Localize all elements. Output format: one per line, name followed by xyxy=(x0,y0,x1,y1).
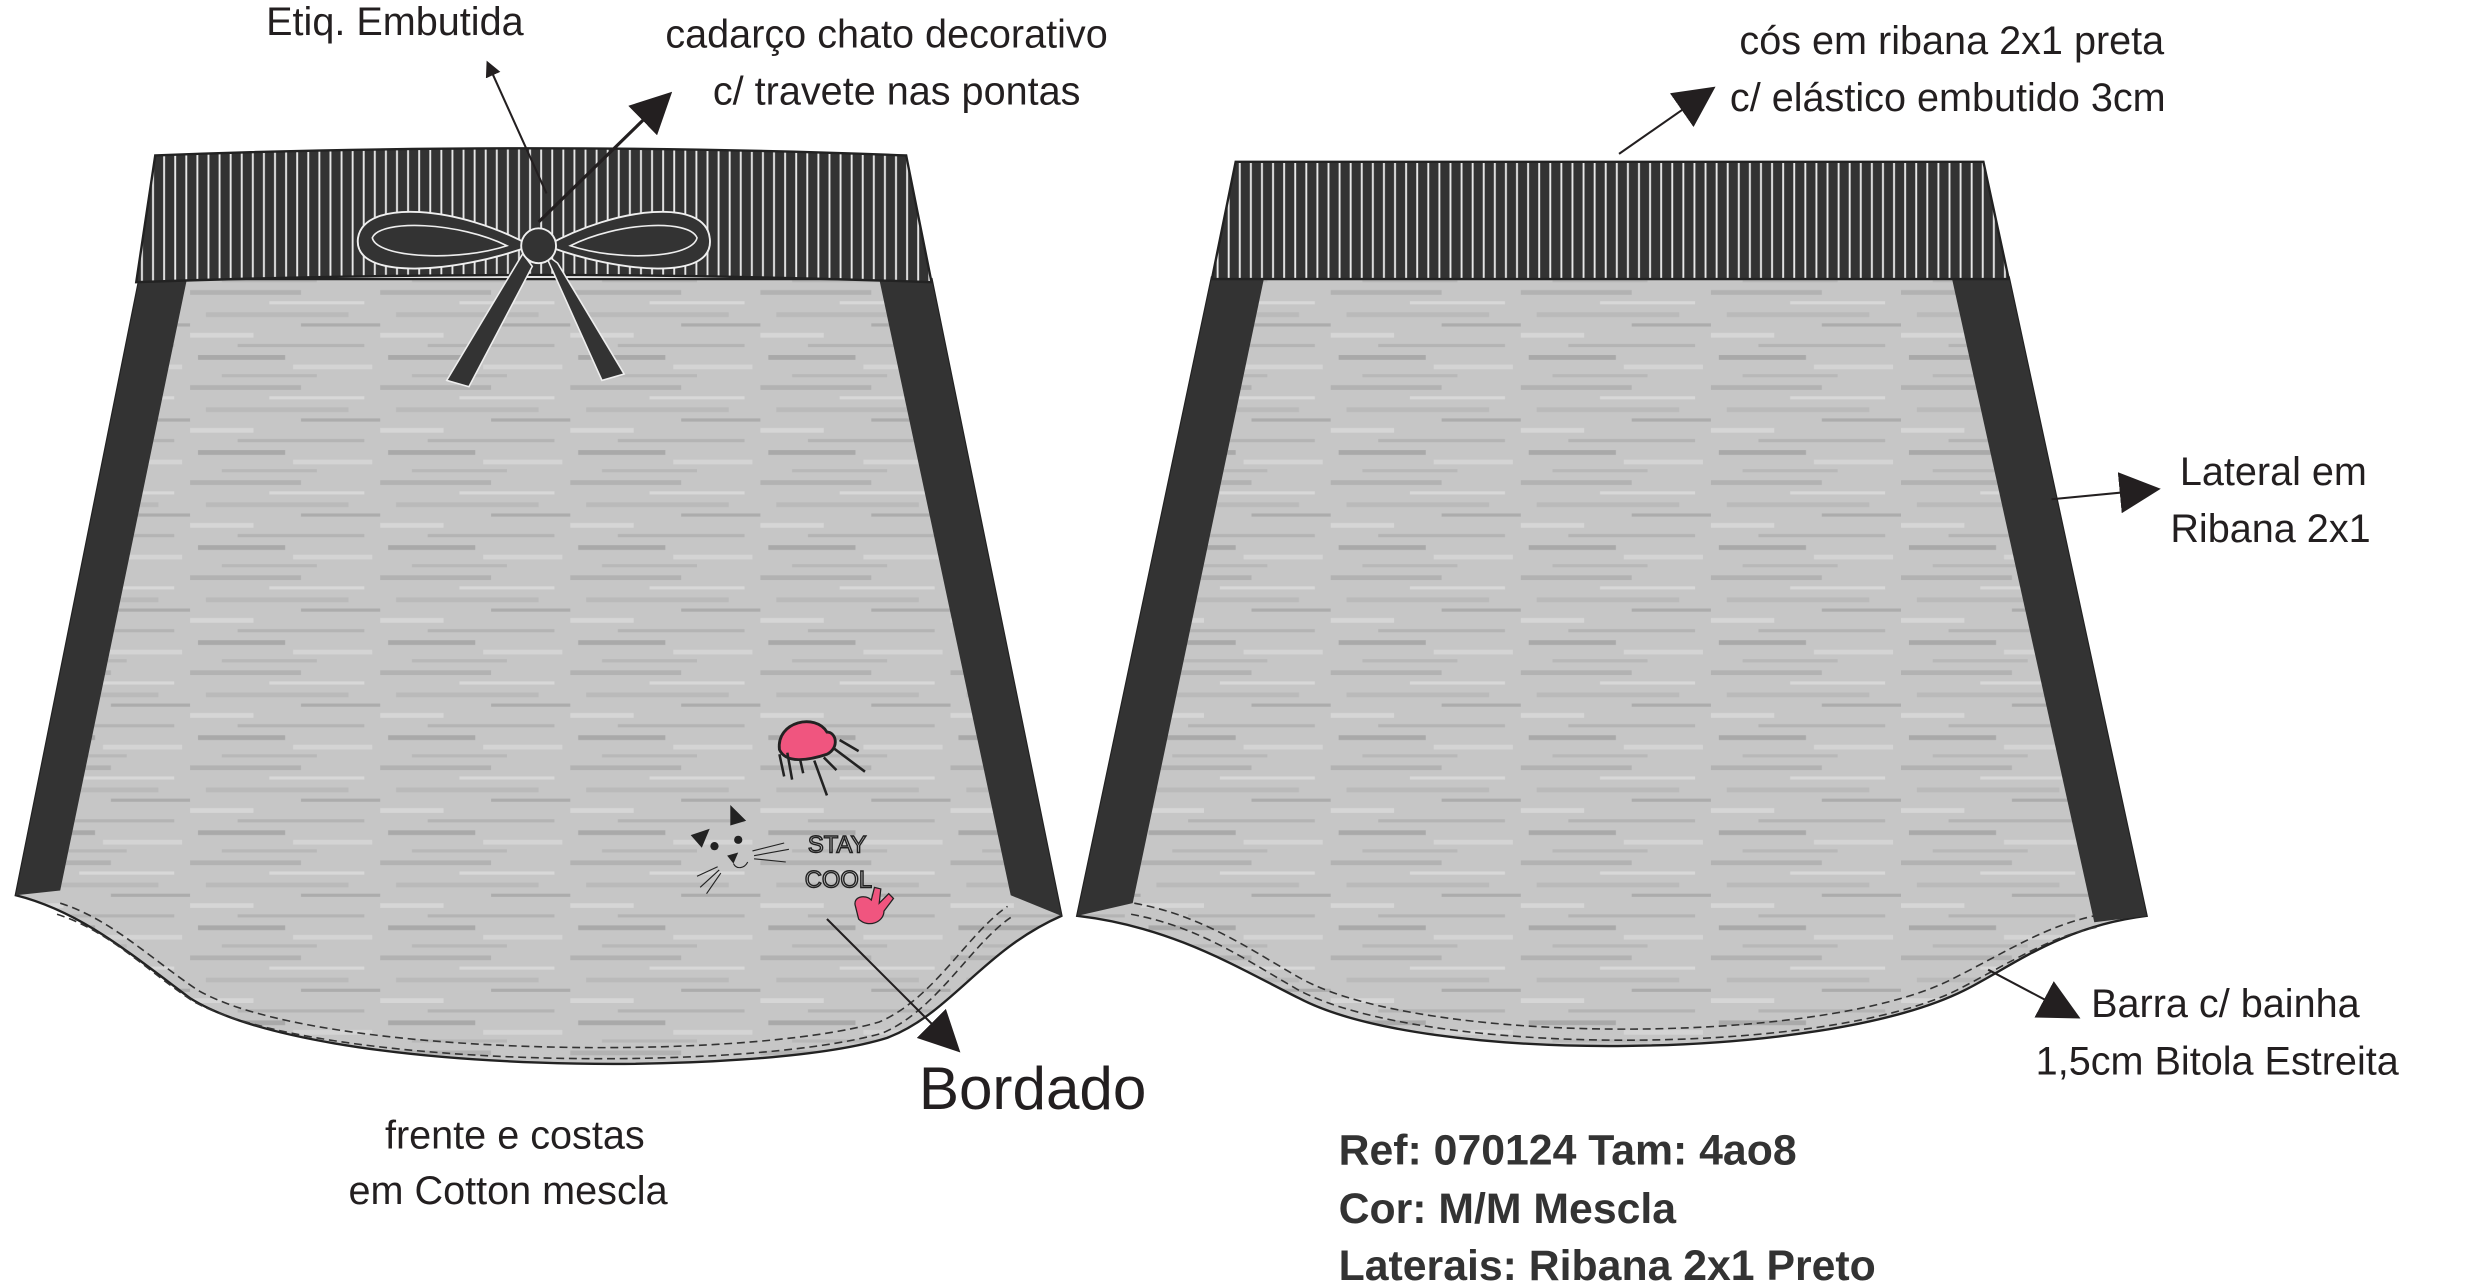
hem-note-1: Barra c/ bainha xyxy=(2091,982,2360,1026)
cat-face-icon xyxy=(690,804,790,894)
front-hem-stitch xyxy=(59,902,1008,1049)
back-waistband xyxy=(1210,160,2011,281)
spec-ref: Ref: 070124 Tam: 4ao8 xyxy=(1339,1127,1797,1175)
fabric-note-1: frente e costas xyxy=(385,1114,645,1158)
back-body xyxy=(1075,276,2149,1048)
hem-note-2: 1,5cm Bitola Estreita xyxy=(2036,1039,2400,1083)
artwork-text-cool: COOL xyxy=(805,866,872,893)
spec-sides: Laterais: Ribana 2x1 Preto xyxy=(1339,1242,1876,1282)
side-note-2: Ribana 2x1 xyxy=(2170,507,2370,551)
label-tag-note: Etiq. Embutida xyxy=(266,0,524,44)
embroidery-artwork: STAY COOL xyxy=(690,720,895,925)
front-hem-stitch-2 xyxy=(56,913,1012,1060)
arrow-embroidery xyxy=(826,918,961,1053)
front-waistband xyxy=(134,147,933,284)
back-skirt xyxy=(1075,160,2149,1048)
waistband-note-2: c/ elástico embutido 3cm xyxy=(1730,76,2166,120)
front-skirt: STAY COOL xyxy=(14,147,1063,1066)
arrow-drawstring xyxy=(537,91,673,224)
side-note-1: Lateral em xyxy=(2180,450,2367,494)
drawstring-bow xyxy=(357,210,711,388)
peace-hand-icon xyxy=(854,886,895,925)
drawstring-note-2: c/ travete nas pontas xyxy=(713,70,1081,114)
back-right-side-panel xyxy=(1951,277,2147,923)
arrow-hem xyxy=(1987,968,2081,1019)
annotations xyxy=(485,60,2161,1053)
front-body xyxy=(14,277,1063,1066)
arrow-label-tag xyxy=(485,60,548,194)
front-right-side-panel xyxy=(879,279,1062,916)
drawstring-note-1: cadarço chato decorativo xyxy=(665,13,1107,57)
front-left-side-panel xyxy=(15,279,187,896)
arrow-side xyxy=(2051,472,2161,514)
spec-color: Cor: M/M Mescla xyxy=(1339,1185,1678,1233)
arrow-waistband xyxy=(1618,86,1716,155)
embroidery-note: Bordado xyxy=(919,1055,1147,1122)
waistband-note-1: cós em ribana 2x1 preta xyxy=(1739,19,2165,63)
fabric-note-2: em Cotton mescla xyxy=(349,1169,669,1213)
artwork-text-stay: STAY xyxy=(808,831,867,858)
back-left-side-panel xyxy=(1077,277,1265,916)
back-hem-stitch-2 xyxy=(1130,913,2098,1041)
back-hem-stitch xyxy=(1134,902,2095,1030)
